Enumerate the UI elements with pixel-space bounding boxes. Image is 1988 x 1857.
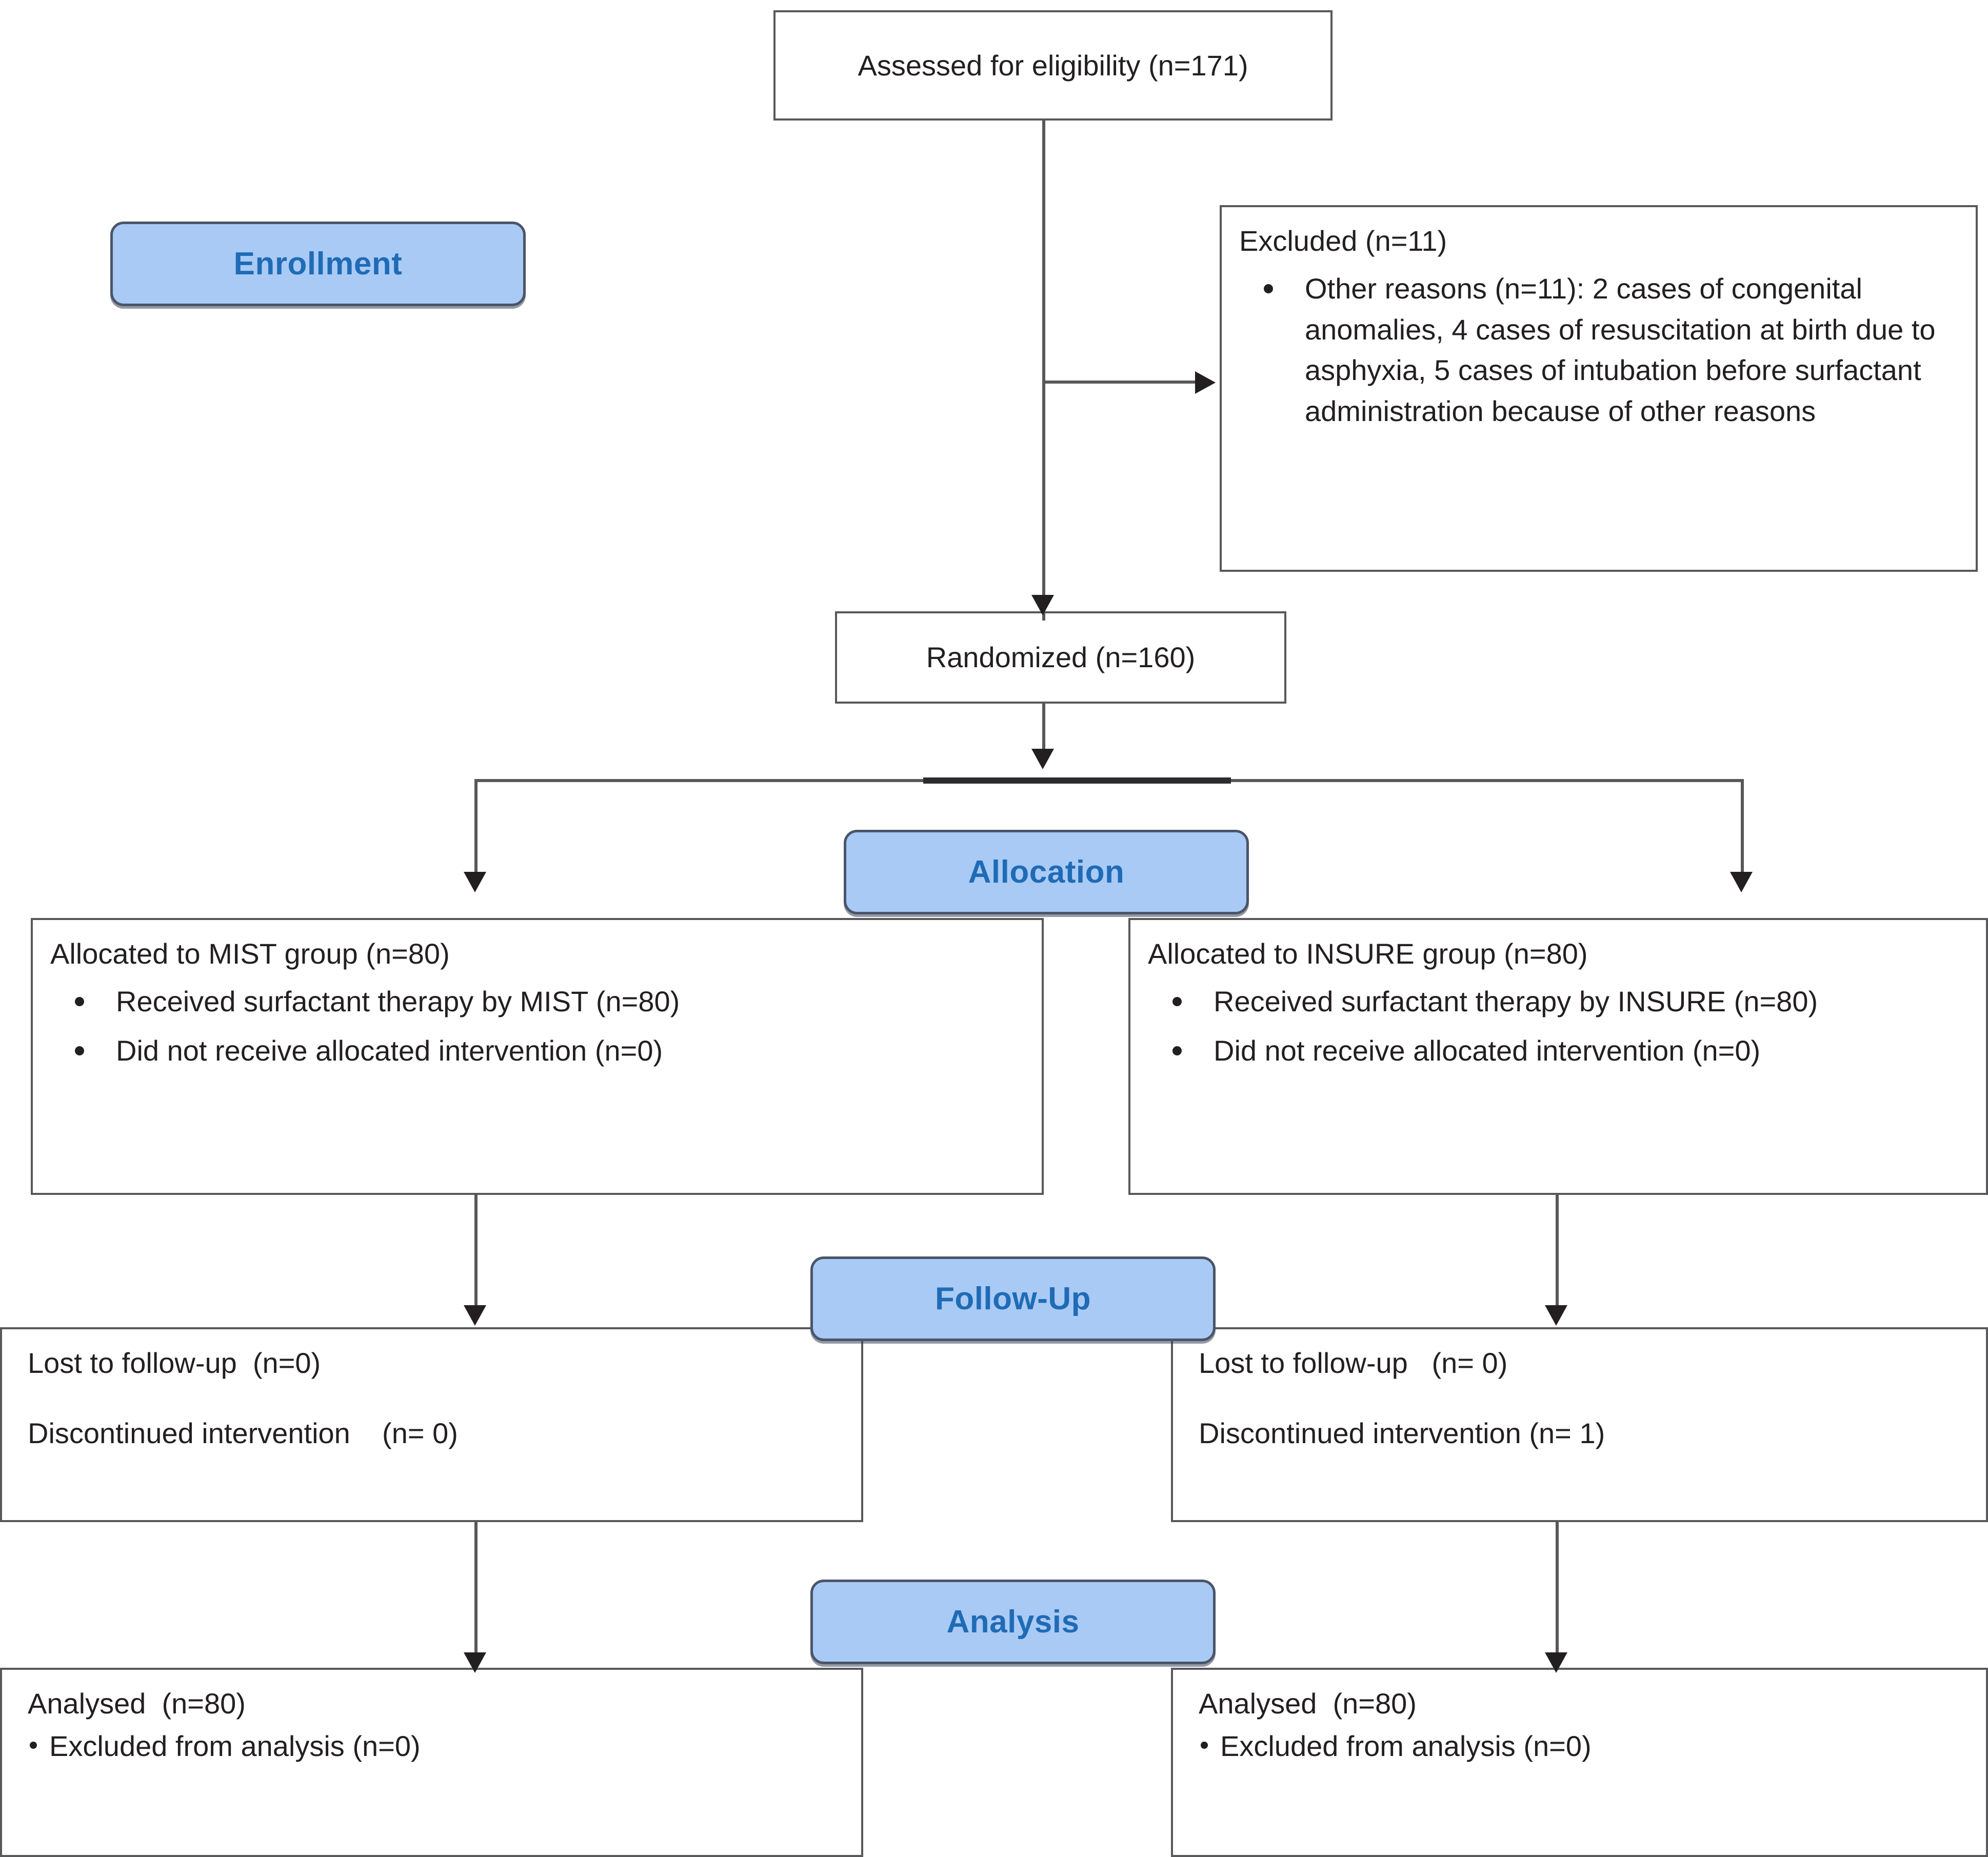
arrow-right-allocation bbox=[1730, 872, 1753, 892]
allocation-right-bullet-0: Received surfactant therapy by INSURE (n… bbox=[1214, 985, 1818, 1018]
list-item: Did not receive allocated intervention (… bbox=[1148, 1030, 1969, 1071]
arrow-to-excluded bbox=[1195, 371, 1216, 394]
allocation-left-bullet-1: Did not receive allocated intervention (… bbox=[116, 1034, 663, 1067]
followup-right-box: Lost to follow-up (n= 0) Discontinued in… bbox=[1171, 1327, 1988, 1522]
allocation-left-title: Allocated to MIST group (n=80) bbox=[50, 937, 450, 970]
allocation-right-box: Allocated to INSURE group (n=80) Receive… bbox=[1128, 918, 1988, 1195]
followup-left-discontinued: Discontinued intervention (n= 0) bbox=[28, 1417, 458, 1450]
assessed-for-eligibility-text: Assessed for eligibility (n=171) bbox=[858, 49, 1248, 82]
stage-pill-enrollment: Enrollment bbox=[110, 222, 526, 306]
stage-pill-analysis-label: Analysis bbox=[946, 1604, 1080, 1640]
analysis-right-bullet-list: Excluded from analysis (n=0) bbox=[1199, 1726, 1969, 1767]
analysis-left-title: Analysed (n=80) bbox=[28, 1687, 246, 1720]
list-item: Excluded from analysis (n=0) bbox=[1199, 1726, 1969, 1767]
bullet-dot-icon bbox=[75, 997, 84, 1007]
arrow-left-followup bbox=[464, 1305, 486, 1326]
allocation-right-bullet-list: Received surfactant therapy by INSURE (n… bbox=[1148, 981, 1969, 1071]
connector-to-excluded bbox=[1042, 381, 1211, 384]
bullet-dot-icon bbox=[75, 1046, 84, 1055]
stage-pill-allocation: Allocation bbox=[844, 830, 1249, 914]
stage-pill-follow-up: Follow-Up bbox=[810, 1256, 1216, 1341]
analysis-left-bullet-list: Excluded from analysis (n=0) bbox=[28, 1726, 844, 1767]
analysis-left-box: Analysed (n=80) Excluded from analysis (… bbox=[0, 1668, 863, 1857]
followup-right-discontinued: Discontinued intervention (n= 1) bbox=[1199, 1417, 1605, 1450]
split-bar-left bbox=[474, 779, 923, 782]
connector-split-to-right-allocation bbox=[1741, 779, 1744, 882]
allocation-right-title: Allocated to INSURE group (n=80) bbox=[1148, 937, 1588, 970]
randomized-box: Randomized (n=160) bbox=[835, 611, 1286, 704]
analysis-right-box: Analysed (n=80) Excluded from analysis (… bbox=[1171, 1668, 1988, 1857]
bullet-dot-icon bbox=[1264, 284, 1273, 294]
bullet-dot-icon bbox=[1172, 1046, 1182, 1055]
stage-pill-follow-up-label: Follow-Up bbox=[935, 1281, 1091, 1316]
connector-assessed-to-randomized bbox=[1042, 121, 1045, 621]
analysis-right-bullet-0: Excluded from analysis (n=0) bbox=[1220, 1730, 1592, 1763]
list-item: Received surfactant therapy by MIST (n=8… bbox=[50, 981, 1024, 1022]
connector-split-to-left-allocation bbox=[474, 779, 478, 882]
arrow-left-allocation bbox=[464, 872, 486, 892]
excluded-box: Excluded (n=11) Other reasons (n=11): 2 … bbox=[1220, 205, 1978, 572]
excluded-bullet-list: Other reasons (n=11): 2 cases of congeni… bbox=[1239, 268, 1958, 431]
randomized-text: Randomized (n=160) bbox=[926, 641, 1196, 674]
connector-randomized-down bbox=[1042, 704, 1045, 755]
allocation-left-box: Allocated to MIST group (n=80) Received … bbox=[31, 918, 1044, 1195]
list-item: Did not receive allocated intervention (… bbox=[50, 1030, 1024, 1071]
connector-left-allocation-to-followup bbox=[474, 1195, 478, 1313]
arrow-right-followup bbox=[1545, 1305, 1567, 1326]
assessed-for-eligibility-box: Assessed for eligibility (n=171) bbox=[773, 10, 1333, 121]
list-item: Received surfactant therapy by INSURE (n… bbox=[1148, 981, 1969, 1022]
allocation-left-bullet-0: Received surfactant therapy by MIST (n=8… bbox=[116, 985, 680, 1018]
followup-left-lost: Lost to follow-up (n=0) bbox=[28, 1347, 321, 1379]
analysis-right-title: Analysed (n=80) bbox=[1199, 1687, 1417, 1720]
allocation-left-bullet-list: Received surfactant therapy by MIST (n=8… bbox=[50, 981, 1024, 1071]
connector-left-followup-to-analysis bbox=[474, 1522, 478, 1661]
stage-pill-allocation-label: Allocation bbox=[968, 854, 1125, 890]
split-bar-right bbox=[1231, 779, 1744, 782]
excluded-reason-text: Other reasons (n=11): 2 cases of congeni… bbox=[1305, 272, 1936, 427]
arrow-assessed-to-randomized bbox=[1031, 595, 1054, 615]
arrow-right-analysis bbox=[1545, 1652, 1567, 1673]
bullet-dot-icon bbox=[1172, 997, 1182, 1007]
followup-left-box: Lost to follow-up (n=0) Discontinued int… bbox=[0, 1327, 863, 1522]
connector-right-allocation-to-followup bbox=[1556, 1195, 1559, 1313]
list-item: Other reasons (n=11): 2 cases of congeni… bbox=[1239, 268, 1958, 431]
bullet-dot-icon bbox=[1201, 1741, 1208, 1749]
allocation-right-bullet-1: Did not receive allocated intervention (… bbox=[1214, 1034, 1761, 1067]
split-bar-center bbox=[923, 777, 1231, 784]
connector-right-followup-to-analysis bbox=[1556, 1522, 1559, 1661]
excluded-title: Excluded (n=11) bbox=[1239, 225, 1447, 257]
arrow-left-analysis bbox=[464, 1652, 486, 1673]
list-item: Excluded from analysis (n=0) bbox=[28, 1726, 844, 1767]
arrow-randomized-down bbox=[1031, 749, 1054, 769]
stage-pill-enrollment-label: Enrollment bbox=[233, 246, 403, 282]
stage-pill-analysis: Analysis bbox=[810, 1580, 1216, 1664]
bullet-dot-icon bbox=[30, 1741, 37, 1749]
followup-right-lost: Lost to follow-up (n= 0) bbox=[1199, 1347, 1508, 1379]
analysis-left-bullet-0: Excluded from analysis (n=0) bbox=[49, 1730, 421, 1763]
